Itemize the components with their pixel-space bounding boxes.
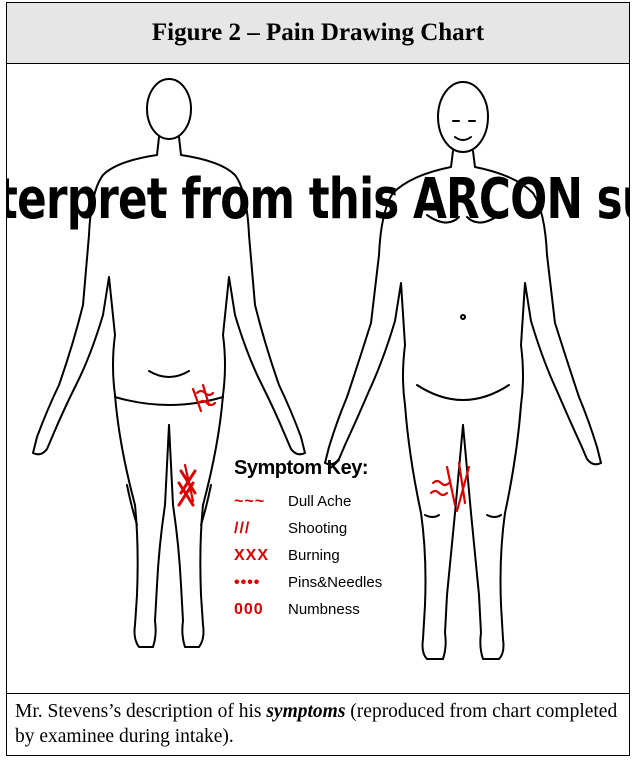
symptom-key-label: Pins&Needles: [288, 574, 382, 591]
symptom-key-label: Dull Ache: [288, 493, 351, 510]
symptom-key-label: Numbness: [288, 601, 360, 618]
caption-emphasis: symptoms: [266, 701, 345, 722]
shooting-symbol: ///: [234, 520, 288, 538]
dull-ache-mark-shin: [431, 481, 449, 495]
figure-frame: Figure 2 – Pain Drawing Chart: [6, 2, 630, 756]
symptom-key-row: 000 Numbness: [234, 596, 382, 623]
numbness-symbol: 000: [234, 601, 288, 619]
watermark: terpret from this ARCON summa: [7, 167, 512, 232]
symptom-key: Symptom Key: ~~~ Dull Ache /// Shooting …: [234, 457, 382, 623]
dull-ache-symbol: ~~~: [234, 493, 288, 511]
shooting-mark-hip: [193, 385, 209, 411]
symptom-key-title: Symptom Key:: [234, 457, 382, 480]
symptom-key-label: Shooting: [288, 520, 347, 537]
symptom-key-label: Burning: [288, 547, 340, 564]
symptom-key-row: XXX Burning: [234, 542, 382, 569]
symptom-key-row: •••• Pins&Needles: [234, 569, 382, 596]
figure-title: Figure 2 – Pain Drawing Chart: [7, 3, 629, 64]
symptom-key-row: /// Shooting: [234, 515, 382, 542]
burning-symbol: XXX: [234, 547, 288, 565]
pain-drawing: terpret from this ARCON summa Symptom Ke…: [7, 65, 629, 691]
pins-needles-symbol: ••••: [234, 574, 288, 592]
symptom-key-row: ~~~ Dull Ache: [234, 488, 382, 515]
caption-text: Mr. Stevens’s description of his: [15, 701, 266, 722]
figure-caption: Mr. Stevens’s description of his symptom…: [7, 693, 629, 755]
